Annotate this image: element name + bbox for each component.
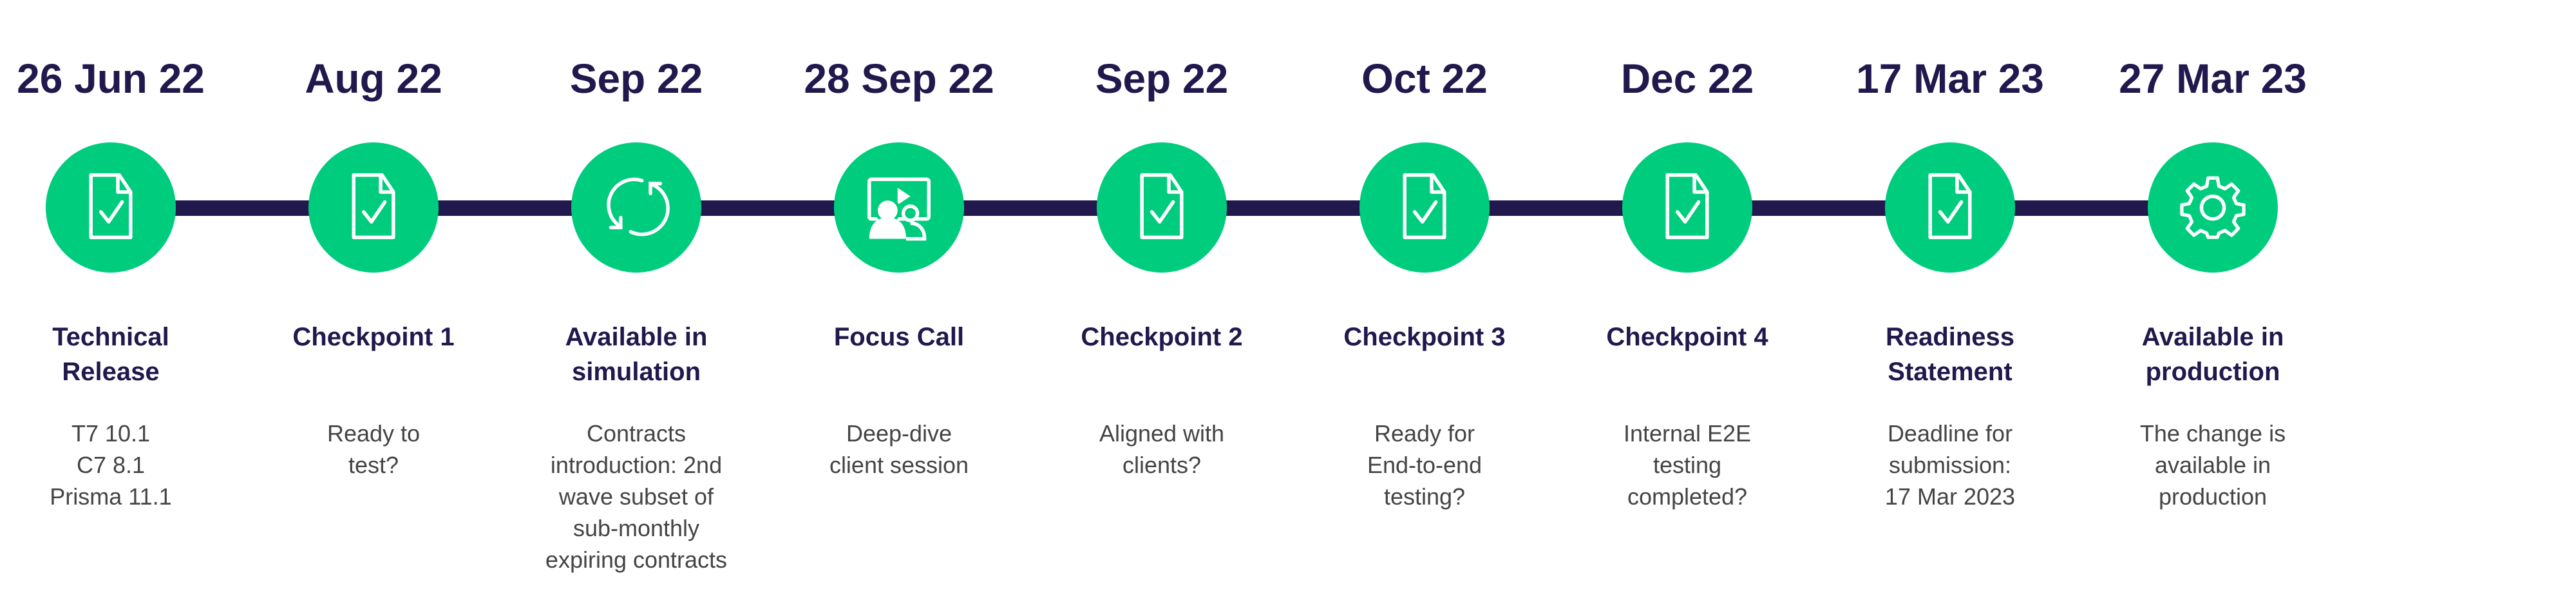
milestone-circle — [1359, 142, 1490, 273]
milestone-circle — [46, 142, 176, 273]
gear-icon — [2177, 171, 2248, 245]
description-line: introduction: 2nd — [550, 452, 723, 478]
description-line: C7 8.1 — [76, 452, 146, 478]
description-line: expiring contracts — [545, 546, 728, 573]
presentation-icon — [864, 171, 934, 245]
milestone-circle — [834, 142, 964, 273]
title-line: Checkpoint 2 — [1081, 323, 1243, 351]
title-line: production — [2145, 358, 2280, 386]
milestone-description: Deadline for submission: 17 Mar 2023 — [1819, 418, 2081, 512]
title-line: Checkpoint 4 — [1606, 323, 1768, 351]
description-line: Aligned with — [1099, 420, 1225, 447]
description-line: Prisma 11.1 — [50, 483, 172, 510]
milestone-circle — [2148, 142, 2278, 273]
description-line: submission: — [1888, 452, 2012, 478]
milestone-circle — [571, 142, 701, 273]
description-line: production — [2158, 483, 2268, 510]
milestone-title: Checkpoint 3 — [1293, 320, 1556, 354]
title-line: Readiness — [1885, 323, 2015, 351]
milestone-date: Sep 22 — [569, 55, 703, 102]
title-line: Checkpoint 3 — [1343, 323, 1506, 351]
milestone-title: Checkpoint 2 — [1030, 320, 1293, 354]
title-line: Focus Call — [833, 323, 965, 351]
description-line: 17 Mar 2023 — [1884, 483, 2016, 510]
description-line: Ready to — [327, 420, 421, 447]
milestone-description: Ready to test? — [242, 418, 505, 481]
title-line: Statement — [1888, 358, 2012, 386]
milestone-description: Aligned with clients? — [1030, 418, 1293, 481]
milestone-circle — [1885, 142, 2015, 273]
description-line: completed? — [1627, 483, 1748, 510]
document-check-icon — [1389, 171, 1460, 245]
milestone-description: Deep-dive client session — [768, 418, 1030, 481]
milestone-title: Available in production — [2081, 320, 2344, 389]
description-line: Internal E2E — [1623, 420, 1752, 447]
milestone-date: 28 Sep 22 — [804, 55, 994, 102]
milestone-date: 26 Jun 22 — [17, 55, 205, 102]
milestone-date: 17 Mar 23 — [1856, 55, 2044, 102]
milestone-description: Internal E2E testing completed? — [1556, 418, 1819, 512]
document-check-icon — [1126, 171, 1197, 245]
refresh-icon — [601, 171, 672, 245]
document-check-icon — [338, 171, 409, 245]
milestone-date: Oct 22 — [1361, 55, 1488, 102]
title-line: Technical — [52, 323, 169, 351]
milestone-circle — [308, 142, 439, 273]
description-line: Ready for — [1374, 420, 1475, 447]
milestone-circle — [1097, 142, 1227, 273]
document-check-icon — [1915, 171, 1985, 245]
title-line: Release — [62, 358, 160, 386]
milestone-date: Sep 22 — [1095, 55, 1229, 102]
description-line: The change is — [2139, 420, 2286, 447]
title-line: Available in — [2141, 323, 2284, 351]
description-line: Deep-dive — [846, 420, 952, 447]
description-line: End-to-end — [1367, 452, 1482, 478]
description-line: available in — [2154, 452, 2271, 478]
milestone-title: Available in simulation — [505, 320, 768, 389]
milestone-description: The change is available in production — [2081, 418, 2344, 512]
description-line: Deadline for — [1887, 420, 2013, 447]
document-check-icon — [75, 171, 146, 245]
description-line: testing — [1653, 452, 1722, 478]
document-check-icon — [1652, 171, 1723, 245]
description-line: testing? — [1383, 483, 1466, 510]
description-line: sub-monthly — [573, 515, 700, 541]
title-line: Available in — [565, 323, 708, 351]
milestone-title: Focus Call — [768, 320, 1030, 354]
title-line: Checkpoint 1 — [292, 323, 455, 351]
milestone-title: Checkpoint 4 — [1556, 320, 1819, 354]
milestone-date: Aug 22 — [305, 55, 442, 102]
milestone-date: Dec 22 — [1620, 55, 1754, 102]
description-line: clients? — [1122, 452, 1202, 478]
milestone-circle — [1622, 142, 1752, 273]
description-line: Contracts — [586, 420, 687, 447]
description-line: T7 10.1 — [71, 420, 151, 447]
title-line: simulation — [571, 358, 701, 386]
description-line: test? — [348, 452, 399, 478]
milestone-description: Contracts introduction: 2nd wave subset of… — [505, 418, 768, 575]
description-line: client session — [829, 452, 969, 478]
milestone-date: 27 Mar 23 — [2119, 55, 2307, 102]
description-line: wave subset of — [558, 483, 714, 510]
milestone-title: Checkpoint 1 — [242, 320, 505, 354]
